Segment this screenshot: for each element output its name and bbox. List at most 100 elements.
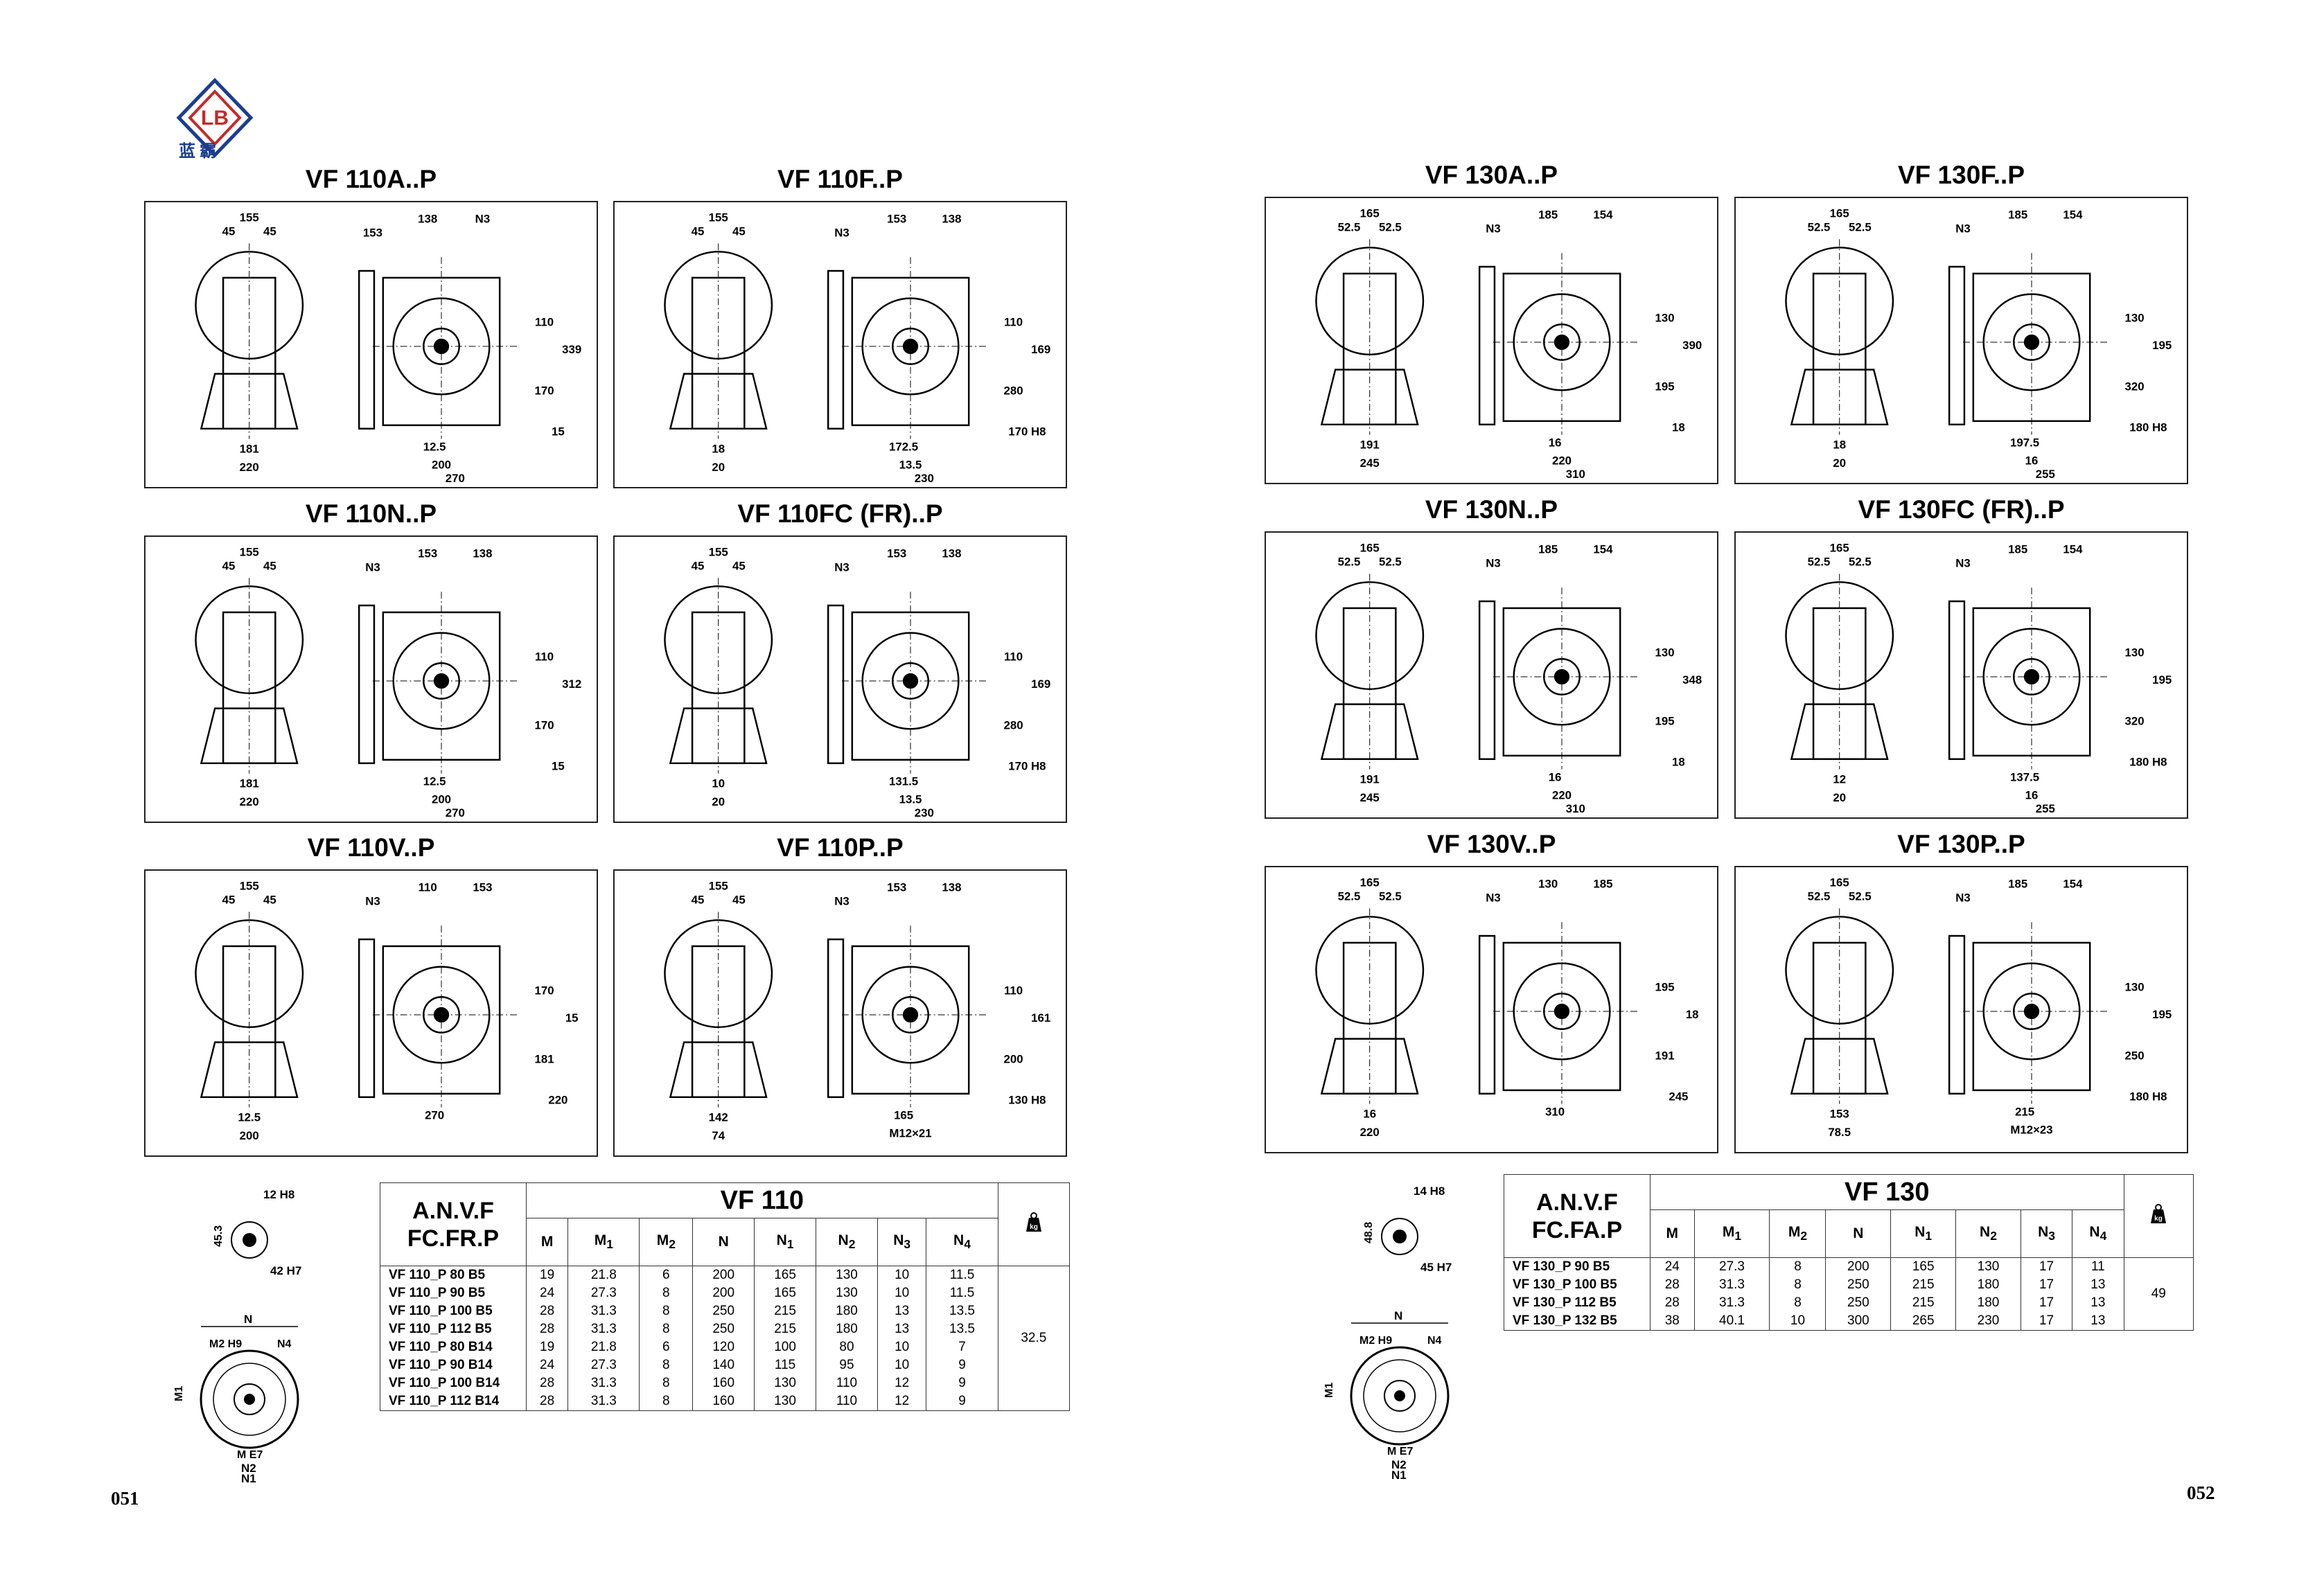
table-cell: 17 (2020, 1312, 2073, 1331)
table-cell: 100 (754, 1338, 817, 1356)
table-cell: VF 130_P 132 B5 (1504, 1312, 1650, 1331)
table-cell: 24 (525, 1356, 569, 1374)
dimension-label: 339 (562, 343, 581, 356)
table-cell: 110 (816, 1392, 878, 1411)
table-cell: 180 (1955, 1294, 2021, 1312)
dimension-label: N3 (365, 895, 380, 908)
svg-text:LB: LB (201, 107, 229, 130)
table-cell: 8 (1769, 1294, 1826, 1312)
weight-kg-icon: kg (1025, 1212, 1041, 1232)
dimension-label: 270 (446, 472, 465, 485)
dimension-label: 170 H8 (1008, 425, 1046, 438)
column-header: N3 (877, 1218, 927, 1266)
dimension-label: 220 (548, 1094, 567, 1107)
dimension-label: 195 (1655, 380, 1675, 393)
table-cell: 6 (639, 1266, 694, 1284)
table-cell: 10 (877, 1284, 927, 1302)
dimension-label: 348 (1682, 673, 1702, 686)
dimension-label: N3 (834, 895, 850, 908)
dimension-label: 20 (712, 795, 725, 808)
dimension-label: 18 (1672, 421, 1685, 434)
flange-key-label: 14 H8 (1414, 1185, 1445, 1198)
table-cell: 300 (1825, 1312, 1892, 1331)
table-cell: 40.1 (1693, 1312, 1770, 1331)
panel-title-vf130v: VF 130V..P (1427, 830, 1556, 858)
flange-n4-label: N4 (1427, 1335, 1442, 1347)
dimension-label: 230 (915, 472, 934, 485)
flange-bore-label: 45 H7 (1420, 1261, 1452, 1274)
table-cell: 8 (639, 1374, 694, 1392)
table-cell: 12 (877, 1374, 927, 1392)
dimension-label: 320 (2125, 714, 2145, 727)
dimension-label: N3 (1955, 557, 1971, 570)
dimension-label: 255 (2036, 468, 2055, 481)
table-cell: 8 (1769, 1257, 1826, 1276)
column-header: N (1825, 1209, 1892, 1258)
table-cell: 28 (1650, 1294, 1695, 1312)
table-cell: 95 (816, 1356, 878, 1374)
panel-title-vf110n: VF 110N..P (305, 499, 437, 528)
dimension-label: 280 (1004, 384, 1023, 397)
table-cell: 130 (816, 1284, 878, 1302)
table-cell: VF 130_P 90 B5 (1504, 1257, 1650, 1276)
dimension-label: 220 (1360, 1126, 1380, 1139)
dimension-label: N3 (365, 561, 380, 574)
table-cell: 9 (926, 1392, 998, 1411)
column-header: M1 (567, 1218, 640, 1266)
dimension-label: 155 (709, 546, 728, 559)
dimension-label: 155 (240, 211, 259, 224)
dimension-label: 12 (1833, 772, 1846, 786)
series-title: VF 110 (526, 1182, 998, 1218)
dimension-label: N3 (1486, 557, 1501, 570)
dimension-label: 153 (363, 227, 382, 240)
table-cell: 19 (525, 1338, 569, 1356)
table-cell: 21.8 (567, 1266, 640, 1284)
table-cell: 250 (1825, 1276, 1892, 1294)
dimension-label: 185 (1538, 209, 1558, 222)
dimension-label: 45 (263, 894, 276, 907)
dimension-label: N3 (1486, 222, 1501, 236)
table-cell: 8 (639, 1302, 694, 1320)
table-cell: 31.3 (567, 1320, 640, 1338)
table-cell: 19 (525, 1266, 569, 1284)
dimension-label: 110 (419, 881, 437, 894)
dimension-label: 130 (1655, 311, 1675, 324)
dimension-label: 154 (1593, 209, 1613, 222)
dimension-label: 12.5 (238, 1110, 261, 1124)
dimension-label: M12×21 (889, 1126, 931, 1140)
table-cell: 180 (1955, 1276, 2021, 1294)
dimension-label: 180 H8 (2129, 756, 2167, 769)
dimension-label: 20 (1833, 456, 1846, 470)
dimension-label: 15 (552, 425, 565, 438)
dimension-label: N3 (834, 561, 850, 574)
table-cell: 10 (877, 1266, 927, 1284)
dimension-label: 310 (1545, 1106, 1565, 1119)
dimension-label: 137.5 (2010, 771, 2039, 784)
dimension-label: N3 (834, 227, 850, 240)
dimension-label: 165 (1830, 542, 1849, 555)
dimension-label: 18 (712, 442, 725, 455)
dimension-label: 45 (222, 560, 236, 573)
table-cell: 215 (1890, 1276, 1957, 1294)
table-cell: VF 110_P 90 B14 (380, 1356, 527, 1374)
table-cell: 38 (1650, 1312, 1695, 1331)
dimension-label: 110 (535, 315, 554, 328)
flange-m2-label: M2 H9 (1359, 1335, 1392, 1347)
table-cell: 8 (639, 1284, 694, 1302)
table-cell: 200 (692, 1266, 755, 1284)
table-cell: 9 (926, 1356, 998, 1374)
dimension-label: 52.5 (1849, 890, 1872, 903)
dimension-label: 10 (712, 777, 725, 790)
table-cell: 215 (1890, 1294, 1957, 1312)
dimension-label: 130 (1655, 646, 1675, 659)
dimension-label: 138 (942, 213, 961, 226)
table-cell: 13.5 (926, 1320, 998, 1338)
weight-value: 32.5 (997, 1266, 1071, 1411)
table-cell: 130 (754, 1374, 817, 1392)
dimension-label: 45 (263, 225, 276, 238)
table-cell: 140 (692, 1356, 755, 1374)
table-cell: 130 (754, 1392, 817, 1411)
table-cell: VF 130_P 100 B5 (1504, 1276, 1650, 1294)
